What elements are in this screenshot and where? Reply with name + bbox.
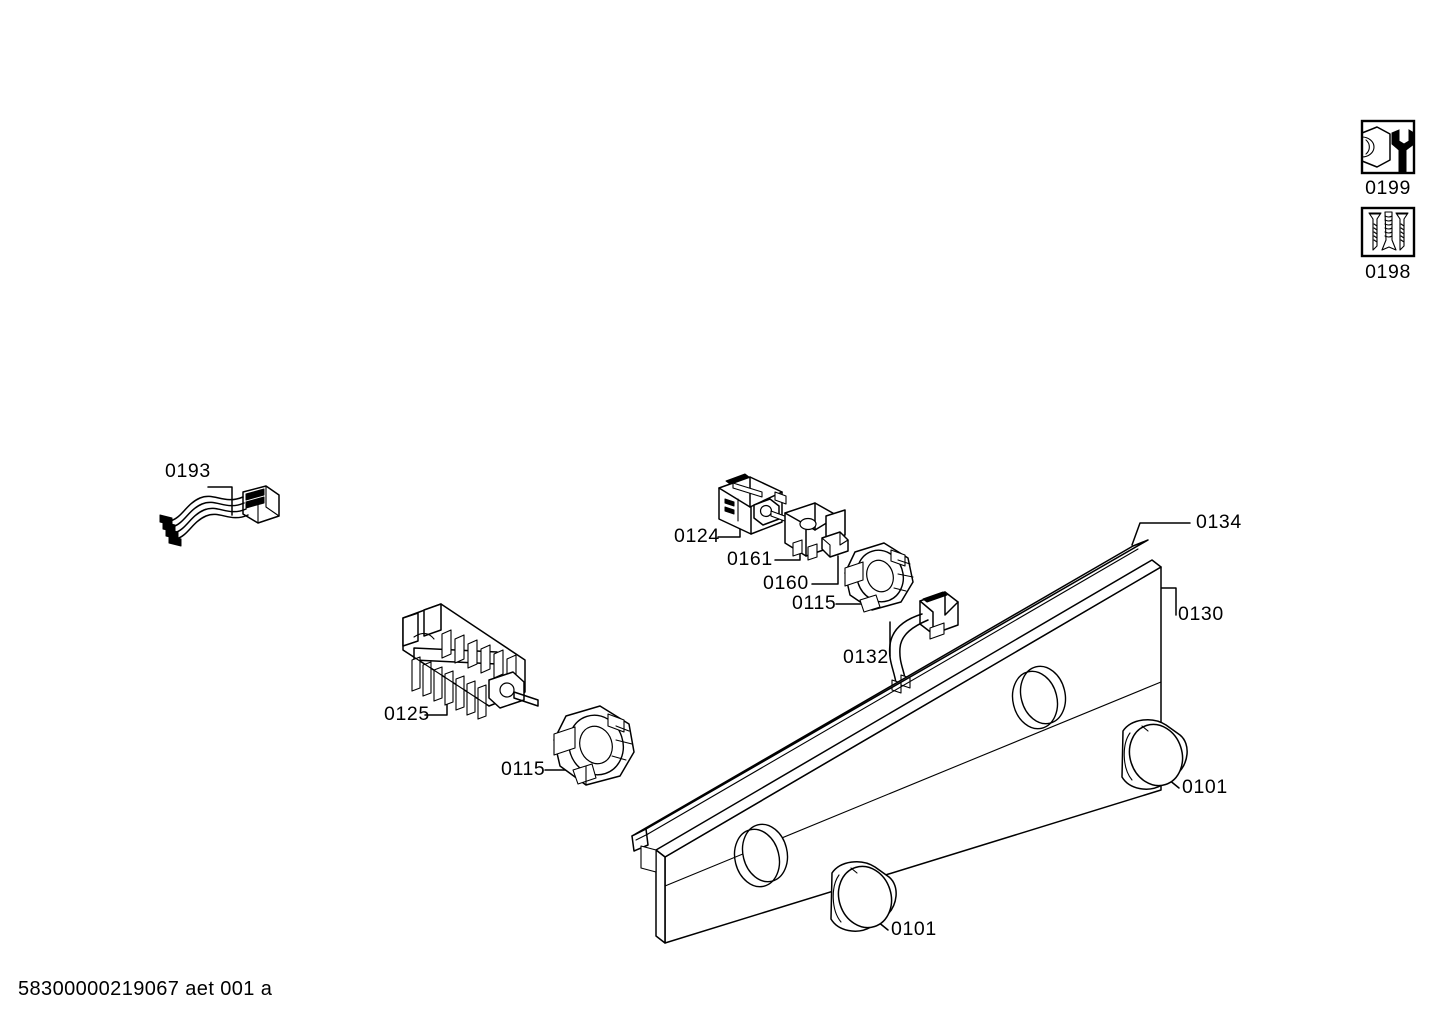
icon-caption-0198: 0198	[1365, 261, 1411, 283]
icon-0199-artwork	[1360, 119, 1416, 175]
icon-0198-artwork	[1360, 206, 1416, 258]
part-0115-lower-artwork	[544, 705, 635, 786]
callout-0115-upper: 0115	[792, 592, 837, 614]
part-0132-artwork	[888, 591, 959, 694]
callout-0134: 0134	[1196, 511, 1242, 533]
part-0101-lower-artwork	[830, 861, 897, 932]
part-0160-artwork	[811, 531, 849, 585]
callout-0130: 0130	[1178, 603, 1224, 625]
callout-0193: 0193	[165, 460, 211, 482]
callout-0124: 0124	[674, 525, 720, 547]
part-0124-artwork	[717, 473, 791, 538]
part-0134-artwork	[631, 522, 1191, 852]
callout-0101-right: 0101	[1182, 776, 1228, 798]
part-0193-artwork	[159, 485, 280, 547]
icon-caption-0199: 0199	[1365, 177, 1411, 199]
part-0161-artwork	[774, 502, 846, 561]
callout-0101-lower: 0101	[891, 918, 937, 940]
callout-0125: 0125	[384, 703, 430, 725]
part-0101-right-artwork	[1121, 719, 1188, 790]
callout-0115-lower: 0115	[501, 758, 546, 780]
drawing-reference-code: 58300000219067 aet 001 a	[18, 978, 273, 1000]
callout-0161: 0161	[727, 548, 773, 570]
part-0125-artwork	[402, 603, 539, 720]
callout-0132: 0132	[843, 646, 889, 668]
part-0130-artwork	[640, 559, 1177, 944]
callout-0160: 0160	[763, 572, 809, 594]
part-0115-upper-artwork	[835, 542, 914, 613]
